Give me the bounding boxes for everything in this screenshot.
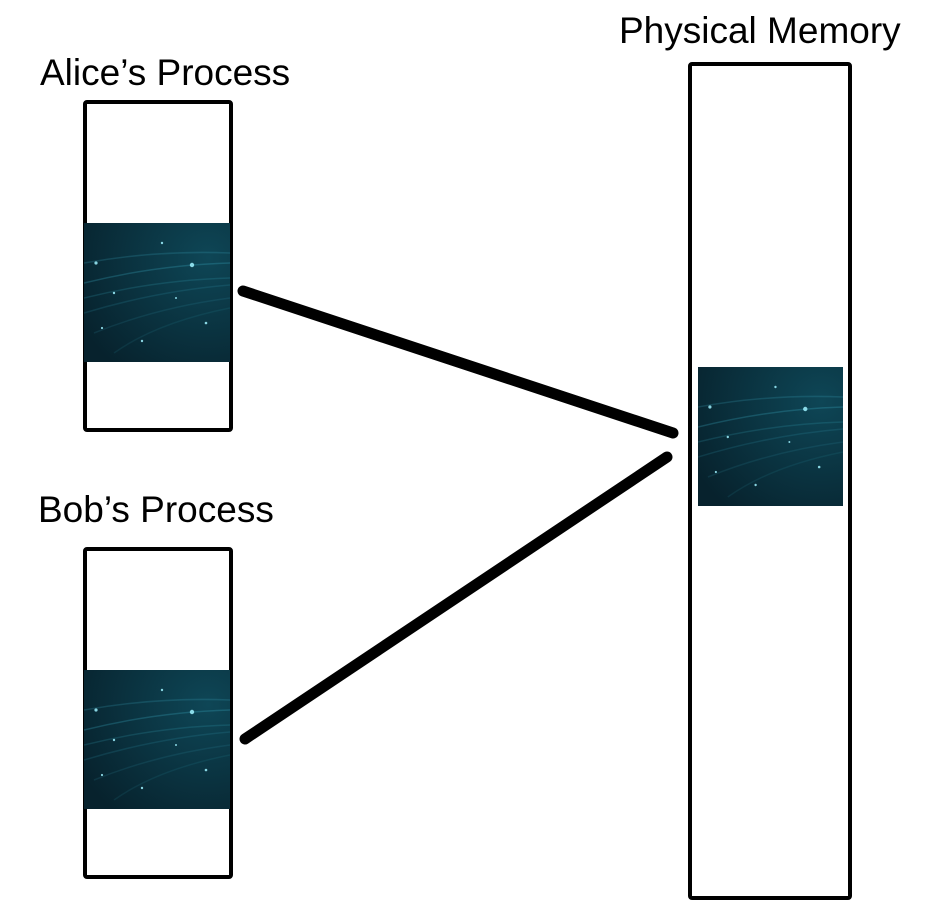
alice-shared-page (84, 223, 230, 362)
page-texture-streak (698, 395, 843, 408)
page-texture-streak (113, 754, 230, 801)
page-texture-streak (84, 277, 230, 299)
page-texture-sparkle (112, 738, 116, 742)
page-texture-sparkle (175, 297, 177, 299)
page-texture-sparkle (189, 262, 195, 268)
page-texture-sparkle (774, 385, 777, 389)
page-texture-sparkle (175, 744, 177, 746)
page-texture-sparkle (817, 465, 821, 469)
bob-process-label: Bob’s Process (38, 489, 274, 530)
page-texture-sparkle (754, 483, 757, 487)
page-texture-streak (698, 421, 843, 443)
page-texture-sparkle (100, 326, 104, 330)
page-texture-sparkle (726, 435, 729, 439)
page-texture-sparkle (708, 405, 712, 409)
page-texture-streak (727, 451, 843, 498)
page-texture-streak (84, 284, 230, 314)
page-texture-sparkle (140, 339, 144, 343)
page-texture-background (84, 670, 230, 809)
page-texture-sparkle (803, 406, 808, 412)
page-texture-sparkle (189, 709, 195, 715)
page-texture-sparkle (204, 321, 208, 325)
page-texture-streak (84, 698, 230, 711)
page-texture-streak (84, 709, 230, 731)
page-texture-streak (113, 307, 230, 354)
alice-process-label: Alice’s Process (40, 52, 291, 93)
page-texture-sparkle (714, 470, 717, 474)
page-texture-sparkle (788, 441, 791, 443)
alice-mapping-line (237, 285, 679, 439)
page-texture-streak (84, 724, 230, 746)
bob-mapping-line (239, 451, 673, 745)
page-texture-sparkle (140, 786, 144, 790)
page-texture-streak (84, 251, 230, 264)
page-texture-sparkle (94, 708, 98, 712)
page-texture-streak (698, 428, 843, 458)
page-texture-background (698, 367, 843, 506)
page-texture-streak (93, 297, 230, 334)
page-texture-streak (698, 406, 843, 428)
page-texture-sparkle (112, 291, 116, 295)
page-texture-streak (84, 731, 230, 761)
page-texture-sparkle (204, 768, 208, 772)
page-texture-sparkle (94, 261, 98, 265)
page-texture-streak (93, 744, 230, 781)
page-texture-sparkle (100, 773, 104, 777)
page-texture-background (84, 223, 230, 362)
page-texture-sparkle (160, 241, 164, 245)
page-texture-streak (84, 262, 230, 284)
bob-shared-page (84, 670, 230, 809)
page-texture-streak (707, 441, 843, 478)
page-texture-sparkle (160, 688, 164, 692)
physical-memory-label: Physical Memory (619, 10, 901, 51)
physical-shared-page (698, 367, 843, 506)
